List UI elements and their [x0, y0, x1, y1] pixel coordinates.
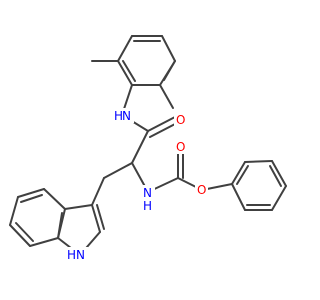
bond: [17, 188, 45, 198]
bonds: [9, 35, 287, 256]
bond: [9, 224, 31, 247]
label-background: [174, 139, 187, 154]
bond: [29, 237, 59, 247]
amide-o: O: [176, 113, 185, 127]
bond: [269, 165, 282, 187]
bond: [96, 204, 105, 230]
bond: [161, 35, 176, 62]
label-background: [141, 185, 155, 213]
indole-n: N: [76, 248, 85, 262]
amide-o-label: O: [174, 112, 187, 127]
ester-o: O: [197, 183, 206, 197]
bond: [231, 183, 246, 211]
bond: [122, 60, 136, 82]
label-background: [66, 247, 88, 262]
bond: [244, 160, 273, 163]
ester-o-label: O: [195, 182, 208, 197]
bond: [57, 212, 63, 239]
bond: [163, 60, 176, 81]
bond: [236, 165, 249, 185]
label-background: [195, 182, 208, 197]
bond: [117, 35, 133, 62]
amide-nh-label: H N: [112, 108, 134, 123]
amide-n: N: [122, 109, 131, 123]
bond: [9, 196, 19, 226]
molecule-structure: H N O N H O O N H: [9, 35, 287, 262]
bond: [149, 122, 178, 138]
carbamate-n: N: [143, 186, 152, 200]
carbamate-h: H: [143, 199, 152, 213]
bond: [43, 188, 66, 210]
label-background: [112, 108, 134, 123]
bond: [271, 185, 287, 211]
bond: [103, 162, 133, 179]
indole-h: H: [67, 248, 76, 262]
carbonyl-o-label: O: [174, 139, 187, 154]
bond: [131, 130, 149, 164]
carbonyl-o: O: [176, 140, 185, 154]
bond: [271, 160, 287, 187]
carbamate-nh-label: N H: [141, 185, 155, 213]
amide-h: H: [114, 109, 123, 123]
bond: [20, 194, 43, 203]
bond: [64, 204, 93, 210]
bond: [117, 60, 133, 86]
bond: [231, 161, 246, 185]
bond: [91, 204, 101, 233]
label-background: [174, 112, 187, 127]
bond: [91, 177, 105, 206]
indole-nh-label: N H: [66, 247, 88, 262]
bond: [15, 222, 34, 242]
bond: [147, 116, 176, 132]
bond: [159, 84, 174, 109]
atom-labels: H N O N H O O N H: [66, 108, 208, 262]
